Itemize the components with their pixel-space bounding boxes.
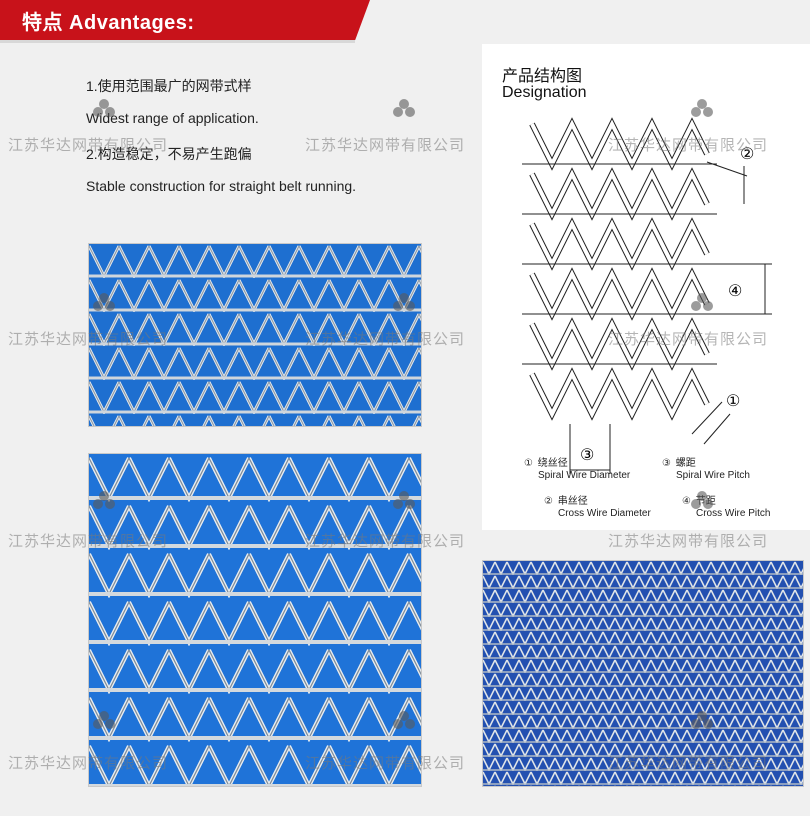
marker-2: ② xyxy=(740,144,754,163)
watermark-text: 江苏华达网带有限公司 xyxy=(305,137,466,154)
feature-1-en: Widest range of application. xyxy=(86,110,259,126)
structure-diagram: ② ④ ③ ① xyxy=(522,117,772,474)
watermark-text: 江苏华达网带有限公司 xyxy=(8,533,169,550)
watermark-text: 江苏华达网带有限公司 xyxy=(8,755,169,772)
watermark-logo-icon xyxy=(691,293,713,311)
watermark-logo-icon xyxy=(393,99,415,117)
watermark-logo-icon xyxy=(691,711,713,729)
watermark-logo-icon xyxy=(93,99,115,117)
feature-2-cn: 2.构造稳定，不易产生跑偏 xyxy=(86,146,252,162)
watermark-logo-icon xyxy=(393,491,415,509)
watermark-text: 江苏华达网带有限公司 xyxy=(608,331,769,348)
marker-3: ③ xyxy=(580,445,594,464)
watermark-text: 江苏华达网带有限公司 xyxy=(305,533,466,550)
header-bar xyxy=(0,0,370,40)
watermark-text: 江苏华达网带有限公司 xyxy=(608,755,769,772)
legend-cross-wire-diameter: ② 串丝径 Cross Wire Diameter xyxy=(544,496,651,519)
marker-1: ① xyxy=(726,391,740,410)
watermark-text: 江苏华达网带有限公司 xyxy=(305,755,466,772)
watermark-logo-icon xyxy=(691,491,713,509)
watermark-logo-icon xyxy=(93,711,115,729)
feature-2-en: Stable construction for straight belt ru… xyxy=(86,178,357,194)
watermark-logo-icon xyxy=(93,491,115,509)
watermark-text: 江苏华达网带有限公司 xyxy=(8,331,169,348)
watermark-text: 江苏华达网带有限公司 xyxy=(608,533,769,550)
designation-title-cn: 产品结构图 xyxy=(502,68,583,85)
designation-title-en: Designation xyxy=(502,84,587,101)
watermark-text: 江苏华达网带有限公司 xyxy=(305,331,466,348)
feature-1-cn: 1.使用范围最广的网带式样 xyxy=(86,78,252,94)
designation-panel: 产品结构图 Designation xyxy=(482,44,810,530)
watermark-text: 江苏华达网带有限公司 xyxy=(608,137,769,154)
watermark-logo-icon xyxy=(93,293,115,311)
marker-4: ④ xyxy=(728,281,742,300)
legend-spiral-wire-diameter: ① 绕丝径 Spiral Wire Diameter xyxy=(524,458,631,481)
page-title: 特点 Advantages: xyxy=(22,12,195,34)
watermark-logo-icon xyxy=(691,99,713,117)
mesh-photo-fine xyxy=(482,560,804,787)
watermark-text: 江苏华达网带有限公司 xyxy=(8,137,169,154)
mesh-photo-top xyxy=(88,243,422,427)
header-shadow xyxy=(0,40,355,43)
mesh-photo-large xyxy=(88,453,422,787)
legend-spiral-wire-pitch: ③ 螺距 Spiral Wire Pitch xyxy=(662,458,750,481)
watermark-logo-icon xyxy=(393,293,415,311)
watermark-logo-icon xyxy=(393,711,415,729)
